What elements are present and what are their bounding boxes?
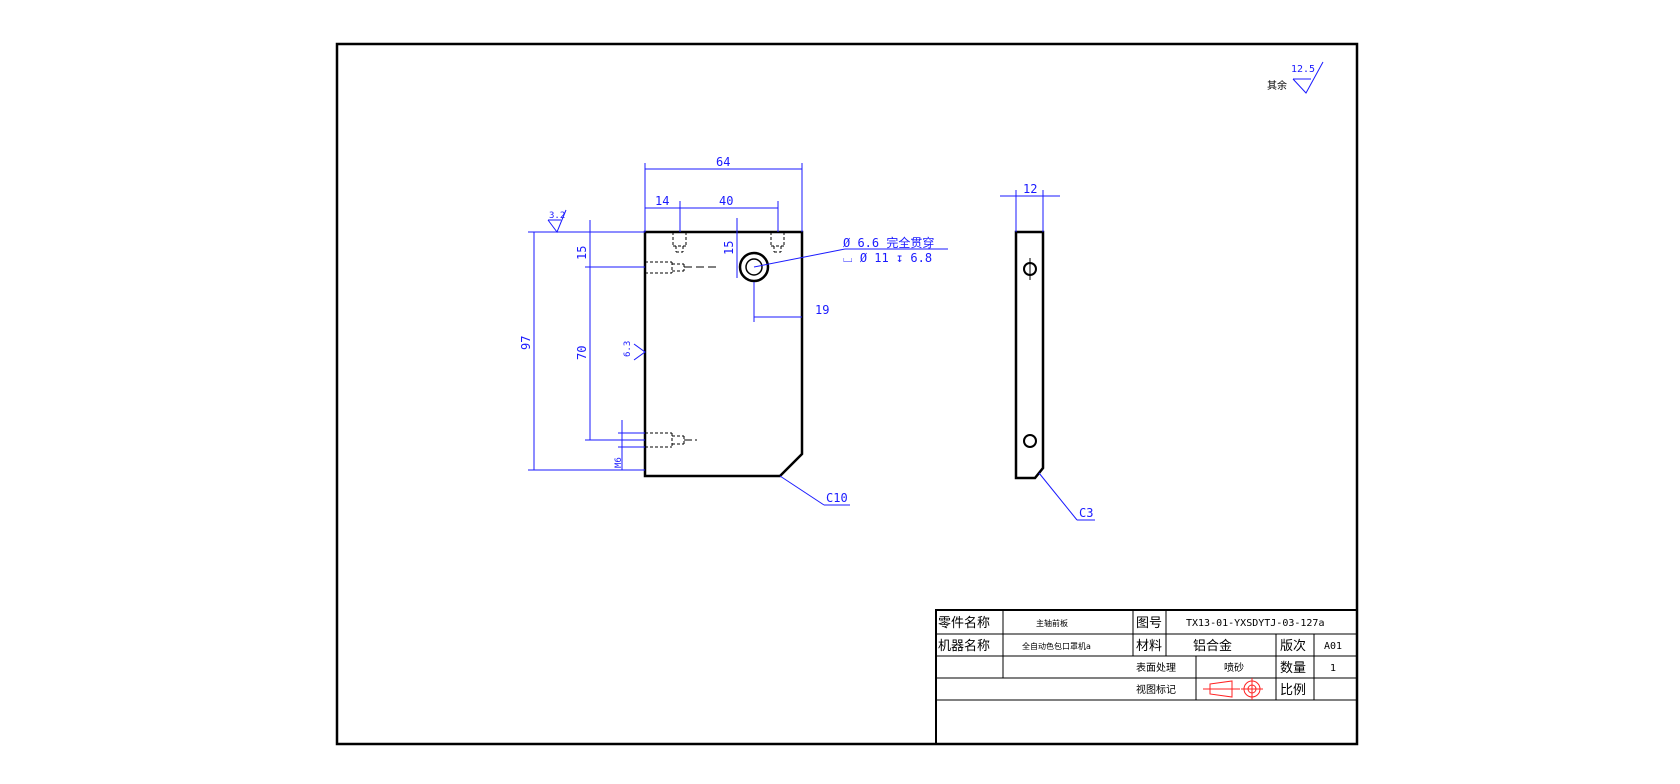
surface-label: 表面处理 [1136, 661, 1176, 674]
dim-side-chamfer-label: C3 [1079, 506, 1093, 520]
side-chamfer-leader [1038, 472, 1078, 521]
side-hole-lower-icon [1023, 434, 1037, 448]
dim-hole-spacing-label: 40 [719, 194, 733, 208]
roughness-value: 12.5 [1291, 64, 1315, 75]
dim-width-total [644, 163, 803, 232]
revision-value: A01 [1324, 641, 1342, 652]
dim-height-total [528, 231, 645, 471]
hole-note-line1: Ø 6.6 完全贯穿 [843, 235, 934, 250]
title-block: 零件名称 主轴前板 图号 TX13-01-YXSDYTJ-03-127a 机器名… [935, 609, 1358, 745]
material-label: 材料 [1136, 639, 1162, 654]
hidden-hole-left-lower [645, 432, 697, 448]
machine-name-value: 全自动色包口罩机a [1022, 641, 1091, 651]
hole-note-line2: ⌴ Ø 11 ↧ 6.8 [843, 251, 932, 265]
dim-top-to-hole-label: 15 [575, 246, 589, 260]
dim-hole-spacing-vertical-label: 70 [575, 346, 589, 360]
roughness-symbol-general: 其余 12.5 [1267, 61, 1324, 94]
dim-hole-offset-left-label: 14 [655, 194, 669, 208]
dim-thickness-label: 12 [1023, 182, 1037, 196]
roughness-left-value: 3.2 [549, 211, 565, 221]
hidden-hole-top-left [672, 232, 687, 253]
counterbore-hole-inner [745, 258, 763, 276]
dim-hole-depth-top-label: 15 [722, 241, 736, 255]
view-mark-label: 视图标记 [1136, 683, 1176, 696]
surface-value: 喷砂 [1224, 661, 1244, 674]
counterbore-hole-outer [738, 251, 770, 283]
front-view-outline [643, 230, 804, 478]
dim-chamfer-label: C10 [826, 491, 848, 505]
material-value: 铝合金 [1193, 638, 1232, 654]
part-name-label: 零件名称 [938, 615, 990, 631]
drawing-frame [335, 42, 1359, 746]
dim-thread-label: M6 [614, 457, 624, 468]
dim-hole-spacing-vertical [585, 268, 645, 441]
dim-thickness [1000, 190, 1060, 232]
dim-hole-from-right-label: 19 [815, 303, 829, 317]
dim-thread [618, 420, 645, 470]
hidden-hole-left-upper [645, 261, 720, 274]
side-view: 12 C3 [1000, 182, 1095, 521]
drawing-no-value: TX13-01-YXSDYTJ-03-127a [1186, 618, 1324, 629]
scale-label: 比例 [1280, 683, 1306, 698]
chamfer-leader [779, 475, 825, 506]
hole-callout-leader [753, 248, 846, 268]
part-name-value: 主轴前板 [1036, 618, 1068, 628]
roughness-symbol-left: 3.2 [547, 209, 567, 234]
front-view: 64 14 40 15 15 70 9 [519, 155, 948, 506]
revision-label: 版次 [1280, 638, 1306, 654]
dim-hole-from-right [753, 282, 802, 322]
first-angle-projection-icon [1203, 678, 1263, 700]
dim-width-total-label: 64 [716, 155, 730, 169]
dim-height-total-label: 97 [519, 336, 533, 350]
dim-hole-offsets [645, 201, 779, 232]
hidden-hole-top-right [770, 232, 785, 253]
roughness-check-icon [1292, 61, 1324, 94]
machine-name-label: 机器名称 [938, 638, 990, 654]
roughness-left-icon [547, 209, 567, 234]
roughness-prefix: 其余 [1267, 79, 1287, 92]
roughness-side-icon [633, 343, 646, 361]
drawing-no-label: 图号 [1136, 616, 1162, 631]
roughness-side-value: 6.3 [623, 341, 633, 357]
quantity-value: 1 [1330, 663, 1336, 674]
quantity-label: 数量 [1280, 661, 1306, 676]
roughness-symbol-side: 6.3 [623, 341, 646, 361]
